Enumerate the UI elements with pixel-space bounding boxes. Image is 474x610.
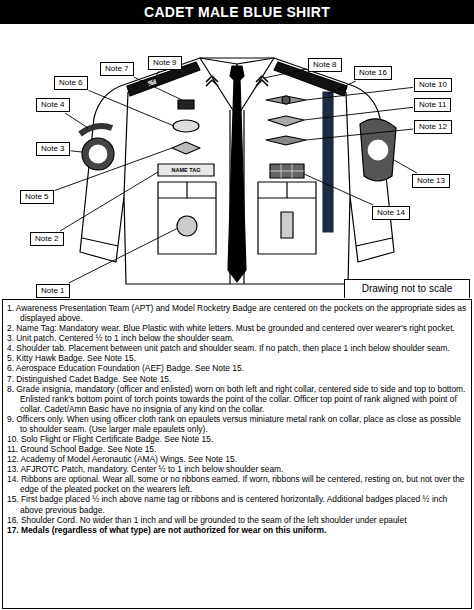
epaulet-rank [148, 79, 157, 86]
apt-badge [177, 216, 197, 236]
left-pocket [158, 182, 216, 254]
callout-box: Note 14 [372, 206, 410, 220]
shoulder-tab [80, 126, 112, 134]
callout-box: Note 3 [36, 142, 70, 156]
left-pocket-flap [158, 182, 216, 198]
callout-number: Note 6 [59, 78, 83, 87]
solo-flight-badge-center [282, 96, 290, 104]
left-cuff [82, 238, 118, 246]
callout-number: Note 2 [35, 234, 59, 243]
right-pocket-flap [258, 182, 316, 198]
callout-number: Note 7 [105, 64, 129, 73]
title-band: CADET MALE BLUE SHIRT [0, 0, 474, 24]
callout-number: Note 8 [313, 60, 337, 69]
note-text: 7. Distinguished Cadet Badge. See Note 1… [7, 374, 467, 384]
leader-line [60, 172, 158, 231]
callout-box: Note 5 [20, 190, 54, 204]
callout-number: Note 14 [377, 208, 405, 217]
callout-number: Note 1 [41, 286, 65, 295]
right-pocket [258, 182, 316, 254]
ribbon-rack [270, 164, 304, 178]
ground-school-badge [268, 116, 304, 126]
callout-number: Note 3 [41, 144, 65, 153]
solo-flight-badge [266, 96, 306, 104]
note-text: 13. AFJROTC Patch, mandatory. Center ½ t… [7, 464, 467, 474]
callout-box: Note 16 [354, 66, 392, 80]
note-text: 15. First badge placed ½ inch above name… [7, 494, 467, 514]
callout-number: Note 9 [153, 58, 177, 67]
note-text: 2. Name Tag: Mandatory wear. Blue Plasti… [7, 323, 467, 333]
note-text: 12. Academy of Model Aeronautic (AMA) Wi… [7, 454, 467, 464]
callout-box: Note 7 [100, 62, 134, 76]
leader-line [71, 151, 82, 152]
tie [228, 66, 246, 282]
leader-line [55, 148, 172, 191]
leader-line [65, 113, 88, 128]
leader-line [394, 160, 417, 173]
ama-wings [266, 136, 306, 145]
leader-line [304, 174, 373, 205]
note-text: 10. Solo Flight or Flight Certificate Ba… [7, 434, 467, 444]
collar-insignia-left [206, 76, 218, 86]
note-text: 11. Ground School Badge. See Note 15. [7, 444, 467, 454]
callout-number: Note 12 [419, 122, 447, 131]
leader-line [264, 69, 307, 78]
leader-line [306, 129, 413, 140]
name-tag-text: NAME TAG [158, 165, 214, 175]
note-text: 5. Kitty Hawk Badge. See Note 15. [7, 353, 467, 363]
note-text: 4. Shoulder tab. Placement between unit … [7, 343, 467, 353]
callout-number: Note 16 [359, 68, 387, 77]
name-tag [158, 164, 214, 176]
notes-panel: 1. Awareness Presentation Team (APT) and… [2, 299, 472, 609]
distinguished-cadet-badge [178, 100, 194, 109]
note-text: 14. Ribbons are optional. Wear all, some… [7, 474, 467, 494]
shoulder-cord [323, 92, 333, 232]
callout-number: Note 13 [417, 176, 445, 185]
callout-box: Note 13 [412, 174, 450, 188]
note-text: 6. Aerospace Education Foundation (AEF) … [7, 363, 467, 373]
callout-box: Note 11 [414, 98, 451, 112]
afjrotc-patch [360, 119, 396, 181]
shirt-outline [80, 58, 394, 284]
callout-number: Note 11 [419, 100, 446, 109]
leader-line [134, 77, 182, 100]
right-cuff [356, 238, 392, 246]
callout-box: Note 2 [30, 232, 64, 246]
right-sleeve-seam [346, 92, 350, 196]
callout-number: Note 10 [419, 80, 447, 89]
rocketry-badge [281, 212, 293, 238]
note-text: 3. Unit patch. Centered ½ to 1 inch belo… [7, 333, 467, 343]
leader-line [89, 90, 174, 126]
unit-patch-ring [88, 144, 108, 164]
note-text: 17. Medals (regardless of what type) are… [7, 525, 467, 535]
note-text: 1. Awareness Presentation Team (APT) and… [7, 303, 467, 323]
leader-line [306, 87, 413, 100]
afjrotc-patch-ring [367, 139, 389, 161]
callout-number: Note 5 [25, 192, 49, 201]
callout-box: Note 10 [414, 78, 452, 92]
note-text: 16. Shoulder Cord. No wider than 1 inch … [7, 515, 467, 525]
unit-patch [82, 138, 114, 170]
leader-line [152, 71, 159, 82]
leader-line [304, 107, 413, 120]
leader-line [328, 81, 356, 94]
callout-box: Note 1 [36, 284, 70, 298]
title: CADET MALE BLUE SHIRT [144, 4, 330, 20]
leader-line [69, 228, 178, 283]
note-text: 8. Grade insignia, mandatory (officer an… [7, 384, 467, 414]
note-text: 9. Officers only. When using officer clo… [7, 414, 467, 434]
callout-number: Note 4 [41, 100, 65, 109]
aef-badge [173, 120, 199, 132]
kitty-hawk-badge [172, 142, 200, 154]
ribbon-rows [270, 164, 304, 178]
scale-note: Drawing not to scale [344, 279, 470, 298]
callout-box: Note 9 [148, 56, 182, 70]
left-sleeve-seam [124, 92, 128, 196]
callout-box: Note 4 [36, 98, 70, 112]
callout-box: Note 6 [54, 76, 88, 90]
callout-box: Note 12 [414, 120, 452, 134]
callout-box: Note 8 [308, 58, 342, 72]
